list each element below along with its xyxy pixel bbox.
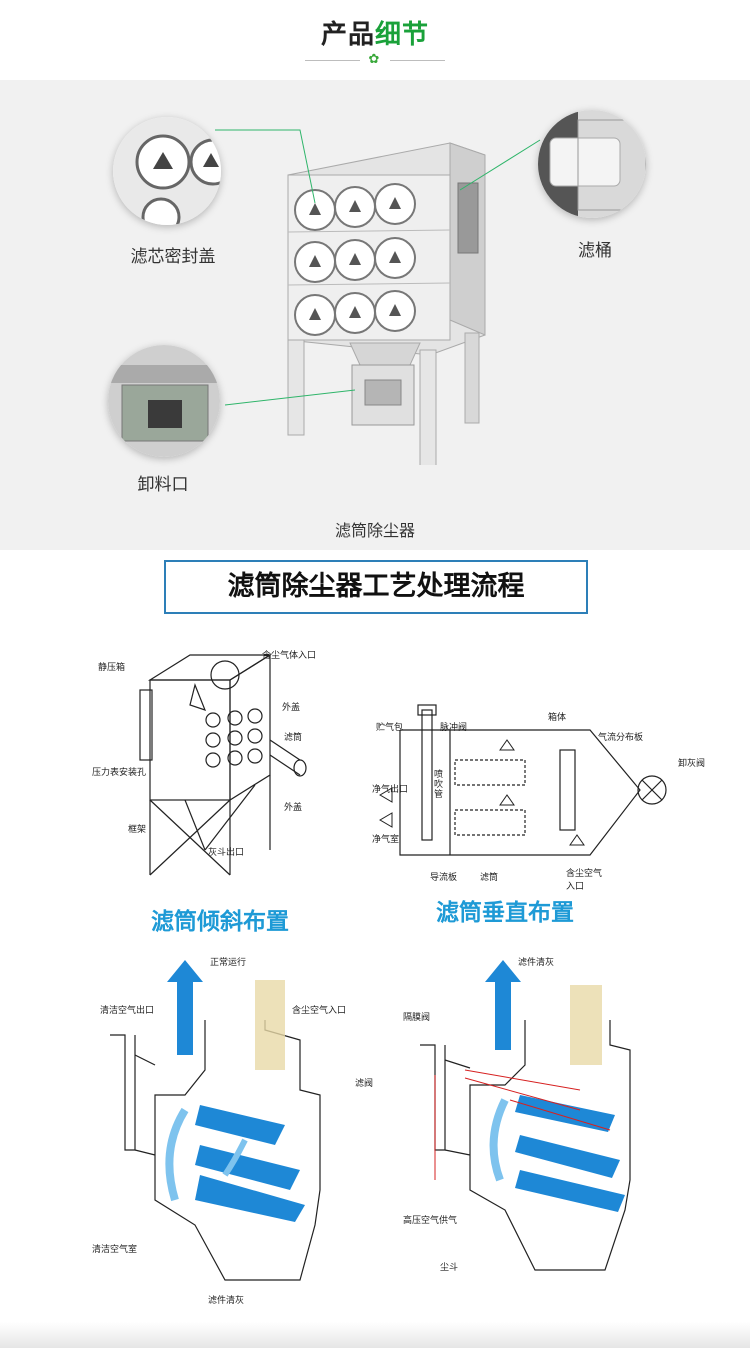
vertical-layout-diagram: [379, 704, 667, 856]
d3-caption: 正常运行: [210, 958, 247, 968]
filter-barrel-icon: [538, 110, 646, 218]
divider-left: [305, 60, 360, 61]
filter-barrel-closeup: [538, 110, 646, 218]
d2-clean-outlet: 净气出口: [372, 785, 409, 795]
d1-caption: 滤筒倾斜布置: [151, 909, 289, 935]
discharge-closeup: [108, 345, 220, 457]
d2-blow-pipe: 喷吹管: [434, 770, 444, 800]
product-caption: 滤筒除尘器: [334, 521, 415, 540]
d1-dust-inlet: 含尘气体入口: [262, 651, 317, 661]
d4-hp-air: 高压空气供气: [403, 1216, 458, 1226]
filter-cleaning-diagram: [420, 960, 631, 1271]
d3-clean-outlet: 清洁空气出口: [100, 1006, 155, 1016]
d1-filter: 滤筒: [284, 733, 303, 743]
dust-collector-illustration: [287, 142, 486, 465]
d3-bottom: 滤件清灰: [208, 1296, 245, 1306]
process-title: 滤筒除尘器工艺处理流程: [164, 560, 588, 614]
d2-clean-room: 净气室: [372, 835, 400, 845]
normal-operation-diagram: [110, 960, 321, 1281]
d1-ash-outlet: 灰斗出口: [208, 848, 245, 858]
d1-outer-cover2: 外盖: [284, 803, 303, 813]
seal-cover-icon: [113, 117, 221, 225]
title-black: 产品: [320, 20, 375, 50]
d2-ash-valve: 卸灰阀: [678, 759, 706, 769]
leader-lines: [215, 129, 541, 406]
d1-gauge-hole: 压力表安装孔: [92, 768, 147, 778]
section-title: 产品细节: [0, 14, 750, 51]
d3-filter: 滤阀: [355, 1079, 374, 1089]
inclined-layout-diagram: [139, 653, 307, 876]
discharge-icon: [108, 345, 220, 457]
d4-caption: 滤件清灰: [518, 958, 555, 968]
d2-pulse-valve: 脉冲阀: [440, 723, 468, 733]
d2-box: 箱体: [548, 713, 567, 723]
seal-cover-closeup: [113, 117, 221, 225]
divider-right: [390, 60, 445, 61]
filter-barrel-label: 滤桶: [578, 241, 612, 261]
d2-flow-plate: 气流分布板: [598, 733, 644, 743]
d1-static-box: 静压箱: [98, 663, 126, 673]
d1-outer-cover: 外盖: [282, 703, 301, 713]
d3-clean-room: 清洁空气室: [92, 1245, 138, 1255]
discharge-label: 卸料口: [137, 475, 189, 495]
d2-air-bag: 贮气包: [376, 723, 404, 733]
bottom-shade: [0, 1322, 750, 1348]
d4-hopper: 尘斗: [440, 1263, 459, 1273]
d1-frame: 框架: [128, 825, 147, 835]
d2-guide-plate: 导流板: [430, 873, 458, 883]
d2-dust-inlet: 含尘空气入口: [566, 869, 603, 892]
d3-dust-inlet: 含尘空气入口: [292, 1006, 347, 1016]
d4-diaphragm: 隔膜阀: [403, 1013, 431, 1023]
flower-icon: ✿: [368, 52, 380, 67]
d2-caption: 滤筒垂直布置: [436, 900, 574, 926]
title-green: 细节: [375, 20, 430, 50]
d2-filter: 滤筒: [480, 873, 499, 883]
seal-cover-label: 滤芯密封盖: [130, 247, 216, 267]
